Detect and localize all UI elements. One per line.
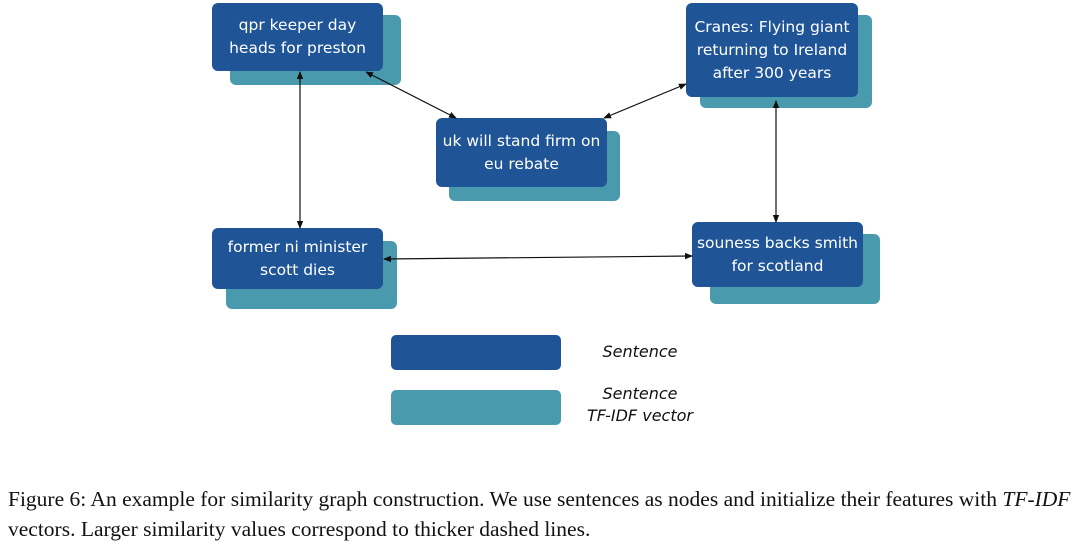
- legend-sentence-text: Sentence: [602, 342, 678, 361]
- edge-uk-cranes: [603, 83, 687, 119]
- caption-italic-term: TF-IDF: [1002, 487, 1071, 511]
- legend-tfidf-line1: Sentence: [602, 384, 678, 403]
- node-cranes-label: Cranes: Flying giant returning to Irelan…: [694, 17, 850, 82]
- node-souness-label: souness backs smith for scotland: [696, 233, 859, 275]
- legend-sentence-swatch: [391, 335, 561, 370]
- node-ni-label: former ni minister scott dies: [227, 237, 368, 279]
- node-qpr-label: qpr keeper day heads for preston: [229, 16, 366, 57]
- legend-sentence-label: Sentence: [580, 341, 700, 363]
- legend-tfidf-line2: TF-IDF vector: [587, 406, 693, 425]
- edge-ni-souness: [383, 252, 693, 263]
- legend-tfidf-label: Sentence TF-IDF vector: [570, 383, 710, 427]
- node-cranes-sentence: Cranes: Flying giant returning to Irelan…: [686, 3, 858, 97]
- node-uk-sentence: uk will stand firm on eu rebate: [436, 118, 607, 187]
- node-qpr-sentence: qpr keeper day heads for preston: [212, 3, 383, 71]
- node-uk-label: uk will stand firm on eu rebate: [442, 131, 601, 173]
- caption-text-2: vectors. Larger similarity values corres…: [8, 517, 591, 541]
- edge-qpr-uk: [365, 71, 457, 119]
- node-souness-sentence: souness backs smith for scotland: [692, 222, 863, 287]
- figure-caption: Figure 6: An example for similarity grap…: [8, 484, 1074, 544]
- caption-text-1: Figure 6: An example for similarity grap…: [8, 487, 1003, 511]
- legend-tfidf-swatch: [391, 390, 561, 425]
- node-ni-sentence: former ni minister scott dies: [212, 228, 383, 289]
